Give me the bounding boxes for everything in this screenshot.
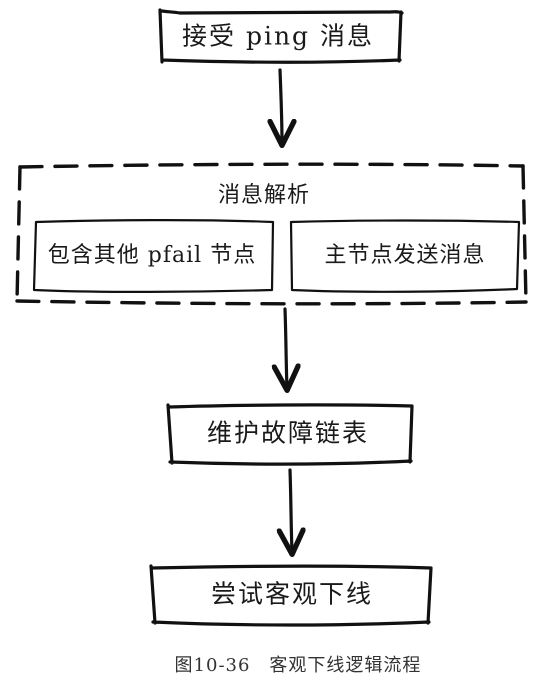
node-maintain-label: 维护故障链表 xyxy=(207,419,369,448)
figure-caption: 图10-36 客观下线逻辑流程 xyxy=(175,655,422,676)
node-maintain: 维护故障链表 xyxy=(166,403,414,466)
node-offline: 尝试客观下线 xyxy=(149,564,433,627)
node-pfail-label: 包含其他 pfail 节点 xyxy=(48,243,256,268)
node-offline-label: 尝试客观下线 xyxy=(211,580,373,609)
arrow-receive-to-parse xyxy=(280,68,282,143)
node-master-label: 主节点发送消息 xyxy=(324,243,485,268)
node-receive-ping-label: 接受 ping 消息 xyxy=(182,22,374,51)
arrow-maintain-to-offline xyxy=(290,468,292,552)
parse-group-dashed: 消息解析 xyxy=(15,162,528,306)
parse-group-label: 消息解析 xyxy=(218,183,310,208)
arrow-parse-to-maintain xyxy=(285,307,287,388)
node-receive-ping: 接受 ping 消息 xyxy=(158,8,404,64)
node-pfail: 包含其他 pfail 节点 xyxy=(32,219,275,293)
node-master: 主节点发送消息 xyxy=(289,219,521,293)
